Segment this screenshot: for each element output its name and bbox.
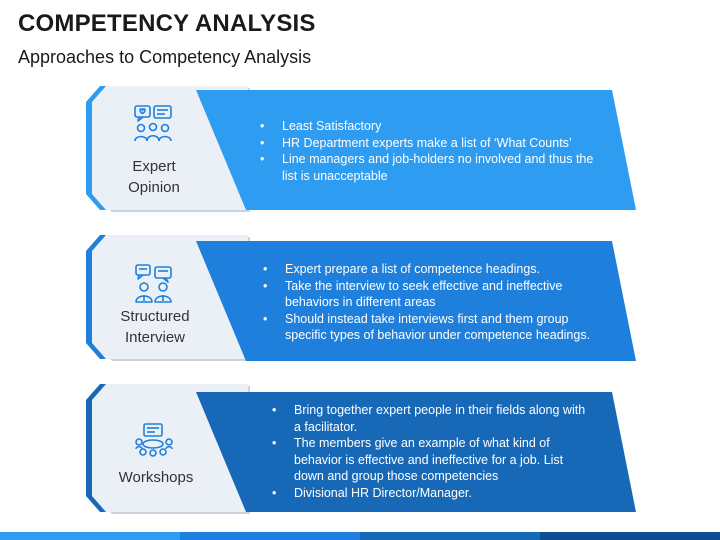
page-title: COMPETENCY ANALYSIS	[18, 10, 316, 37]
approach-points: Expert prepare a list of competence head…	[261, 261, 609, 344]
approach-point: Take the interview to seek effective and…	[261, 278, 609, 311]
expert-opinion-icon	[134, 105, 172, 142]
approach-row-workshops: Workshops Bring together expert people i…	[0, 378, 720, 518]
approach-label: Structured Interview	[104, 306, 206, 348]
approach-point: Should instead take interviews first and…	[261, 311, 609, 344]
bottom-color-bar	[0, 532, 720, 540]
approach-point: Least Satisfactory	[258, 118, 598, 135]
row-accent-left	[86, 384, 106, 512]
approach-label-line: Opinion	[128, 179, 180, 196]
bottom-bar-segment	[540, 532, 720, 540]
bottom-bar-segment	[180, 532, 360, 540]
approach-row-expert-opinion: Expert Opinion Least Satisfactory HR Dep…	[0, 80, 720, 215]
interview-icon	[135, 264, 172, 303]
row-accent-left	[86, 86, 106, 210]
approach-label-line: Structured	[120, 308, 190, 325]
row-accent-left	[86, 235, 106, 359]
approach-row-structured-interview: Structured Interview Expert prepare a li…	[0, 229, 720, 364]
bottom-bar-segment	[0, 532, 180, 540]
approach-label: Expert Opinion	[104, 156, 204, 198]
approach-point: HR Department experts make a list of ‘Wh…	[258, 135, 598, 152]
page-subtitle: Approaches to Competency Analysis	[18, 47, 312, 67]
approach-point: The members give an example of what kind…	[270, 435, 590, 485]
approach-points: Bring together expert people in their fi…	[270, 402, 590, 502]
approach-label-line: Workshops	[118, 469, 194, 486]
bottom-bar-segment	[360, 532, 540, 540]
approach-points: Least Satisfactory HR Department experts…	[258, 118, 598, 184]
approach-label: Workshops	[104, 467, 208, 488]
approach-point: Line managers and job-holders no involve…	[258, 151, 598, 184]
workshop-icon	[135, 423, 173, 457]
approach-label-line: Expert	[132, 158, 176, 175]
approach-point: Bring together expert people in their fi…	[270, 402, 590, 435]
approach-label-line: Interview	[124, 329, 186, 346]
approach-point: Divisional HR Director/Manager.	[270, 485, 590, 502]
approach-point: Expert prepare a list of competence head…	[261, 261, 609, 278]
